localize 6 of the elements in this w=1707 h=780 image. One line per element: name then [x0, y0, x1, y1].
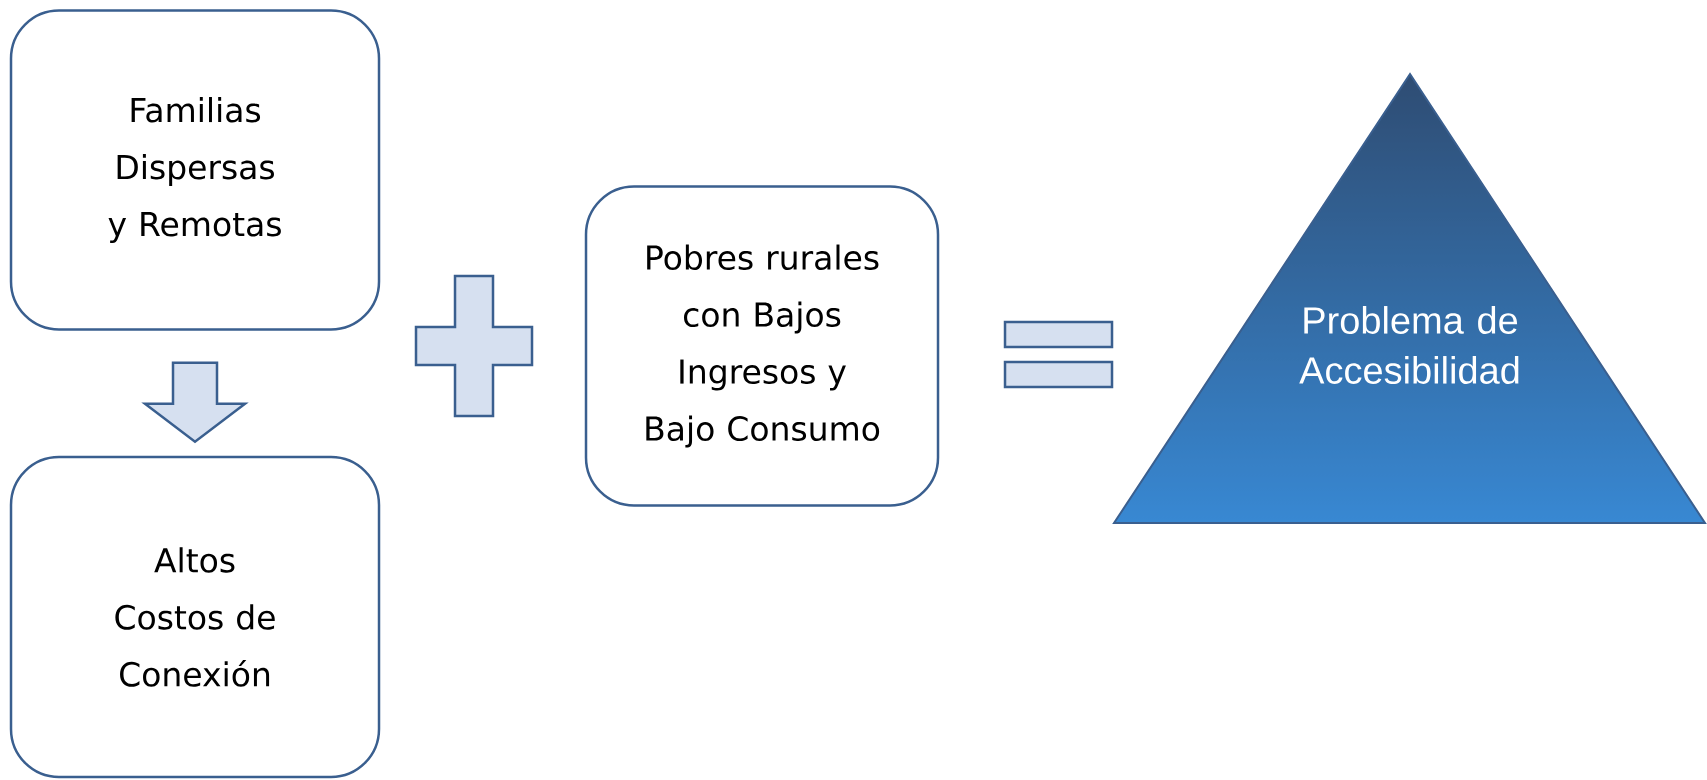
equals-sign	[1003, 320, 1114, 389]
text-box: Pobres rurales con Bajos Ingresos y Bajo Consumo	[584, 185, 940, 507]
text-box: Familias Dispersas y Remotas	[9, 9, 381, 331]
plus-sign	[414, 274, 534, 418]
text-box: Altos Costos de Conexión	[9, 455, 381, 779]
block-arrow	[141, 361, 249, 444]
